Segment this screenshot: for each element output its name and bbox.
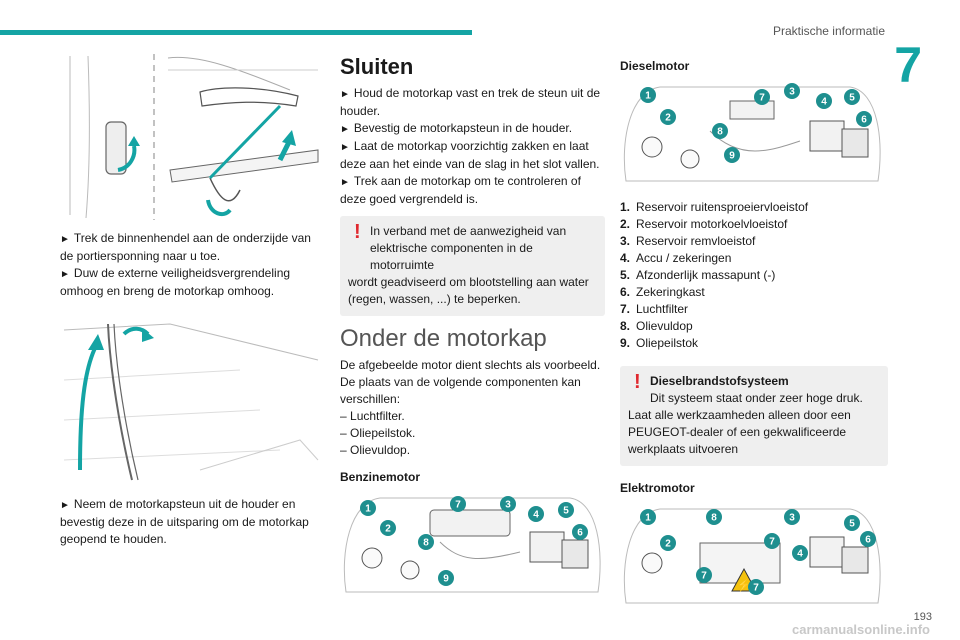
component-item: 4.Accu / zekeringen xyxy=(620,251,732,265)
instructions-open-hood: ►Trek de binnenhendel aan de onderzijde … xyxy=(60,230,320,300)
component-item: 1.Reservoir ruitensproeiervloeistof xyxy=(620,200,809,214)
subheading-petrol: Benzinemotor xyxy=(340,470,421,484)
arrow-right-icon: ► xyxy=(340,89,350,100)
close-step-1: ►Houd de motorkap vast en trek de steun … xyxy=(340,86,601,118)
component-item: 5.Afzonderlijk massapunt (-) xyxy=(620,268,776,282)
callout-3: 3 xyxy=(505,500,511,511)
close-step-2: ►Bevestig de motorkapsteun in de houder. xyxy=(340,121,573,135)
dash-item: – Olievuldop. xyxy=(340,443,411,457)
subheading-diesel: Dieselmotor xyxy=(620,59,690,73)
close-step-3: ►Laat de motorkap voorzichtig zakken en … xyxy=(340,139,600,171)
intro-text: De afgebeelde motor dient slechts als vo… xyxy=(340,358,601,406)
callout-2: 2 xyxy=(665,539,671,550)
step-push-safety-catch: ►Duw de externe veiligheidsvergrendeling… xyxy=(60,266,291,298)
callout-4: 4 xyxy=(797,549,803,560)
component-item: 6.Zekeringkast xyxy=(620,285,705,299)
callout-6: 6 xyxy=(577,528,583,539)
dash-item: – Oliepeilstok. xyxy=(340,426,416,440)
callout-7: 7 xyxy=(455,500,461,511)
column-right: Dieselmotor 1 2 7 3 4 5 6 8 xyxy=(620,58,888,609)
section-title: Praktische informatie xyxy=(772,24,885,38)
page-number: 193 xyxy=(913,611,932,623)
callout-4: 4 xyxy=(533,510,539,521)
callout-8: 8 xyxy=(423,538,429,549)
callout-8: 8 xyxy=(711,513,717,524)
callout-5: 5 xyxy=(563,506,569,517)
component-item: 7.Luchtfilter xyxy=(620,302,689,316)
chapter-number: 7 xyxy=(894,37,922,93)
arrow-right-icon: ► xyxy=(60,500,70,511)
arrow-right-icon: ► xyxy=(340,142,350,153)
callout-1: 1 xyxy=(645,91,651,102)
illustration-diesel-engine: 1 2 7 3 4 5 6 8 9 xyxy=(620,81,888,193)
heading-close: Sluiten xyxy=(340,54,414,79)
callout-7: 7 xyxy=(701,571,707,582)
illustration-hood-stay xyxy=(60,320,320,490)
arrow-right-icon: ► xyxy=(60,269,70,280)
callout-2: 2 xyxy=(385,524,391,535)
warning-exclamation-icon: ! xyxy=(354,221,361,243)
callout-6: 6 xyxy=(861,115,867,126)
callout-5: 5 xyxy=(849,93,855,104)
callout-3: 3 xyxy=(789,513,795,524)
warning-exclamation-icon: ! xyxy=(634,371,641,393)
step-fix-stay: ►Neem de motorkapsteun uit de houder en … xyxy=(60,497,309,546)
warning-note-diesel: ! Dieselbrandstofsysteem Dit systeem sta… xyxy=(620,366,888,466)
subheading-electric: Elektromotor xyxy=(620,481,695,495)
illustration-petrol-engine: 1 2 7 3 4 5 6 8 9 xyxy=(340,492,605,604)
callout-5: 5 xyxy=(849,519,855,530)
callout-8: 8 xyxy=(717,127,723,138)
component-item: 8.Olievuldop xyxy=(620,319,693,333)
step-pull-lever: ►Trek de binnenhendel aan de onderzijde … xyxy=(60,231,311,263)
column-left: ►Trek de binnenhendel aan de onderzijde … xyxy=(60,50,320,548)
high-voltage-icon: ⚡ xyxy=(737,578,752,592)
component-item: 2.Reservoir motorkoelvloeistof xyxy=(620,217,788,231)
callout-6: 6 xyxy=(865,535,871,546)
instructions-hood-stay: ►Neem de motorkapsteun uit de houder en … xyxy=(60,496,320,548)
callout-1: 1 xyxy=(645,513,651,524)
warning-note-water: ! In verband met de aanwezigheid van ele… xyxy=(340,216,605,316)
arrow-right-icon: ► xyxy=(340,177,350,188)
callout-9: 9 xyxy=(443,574,449,585)
component-item: 3.Reservoir remvloeistof xyxy=(620,234,756,248)
component-list: 1.Reservoir ruitensproeiervloeistof 2.Re… xyxy=(620,199,888,352)
callout-9: 9 xyxy=(729,151,735,162)
column-middle: Sluiten ►Houd de motorkap vast en trek d… xyxy=(340,54,605,604)
callout-2: 2 xyxy=(665,113,671,124)
callout-7: 7 xyxy=(769,537,775,548)
arrow-right-icon: ► xyxy=(340,124,350,135)
callout-7: 7 xyxy=(753,583,759,594)
header-accent-bar xyxy=(0,30,472,35)
dash-item: – Luchtfilter. xyxy=(340,409,405,423)
illustration-hood-release xyxy=(60,50,320,222)
component-item: 9.Oliepeilstok xyxy=(620,336,699,350)
illustration-electric-motor: ⚡ 1 2 8 3 5 7 4 6 7 7 xyxy=(620,503,888,609)
heading-under-hood: Onder de motorkap xyxy=(340,325,547,352)
callout-1: 1 xyxy=(365,504,371,515)
callout-3: 3 xyxy=(789,87,795,98)
close-step-4: ►Trek aan de motorkap om te controleren … xyxy=(340,174,581,206)
callout-4: 4 xyxy=(821,97,827,108)
callout-7: 7 xyxy=(759,93,765,104)
arrow-right-icon: ► xyxy=(60,234,70,245)
watermark: carmanualsonline.info xyxy=(792,622,930,637)
